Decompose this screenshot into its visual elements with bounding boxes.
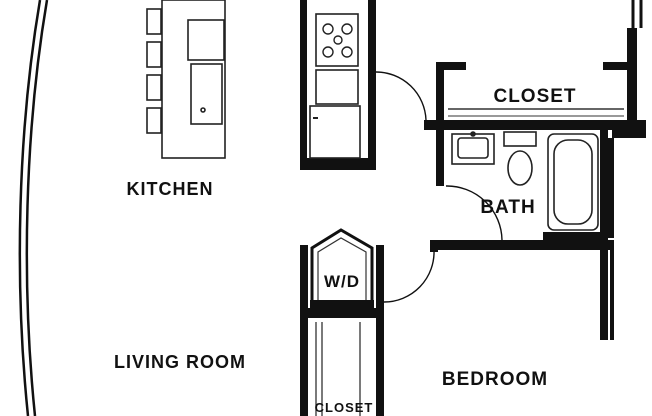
- exterior-wall-right-top: [631, 0, 643, 28]
- closet-bottom-detail: [315, 322, 361, 416]
- exterior-wall-right-bedroom: [600, 240, 614, 340]
- bedroom-label: BEDROOM: [442, 369, 548, 390]
- kitchen-label: KITCHEN: [127, 179, 214, 199]
- kitchen-counter: [315, 69, 359, 105]
- island-cooktop: [187, 19, 225, 61]
- bath-door-swing: [445, 185, 503, 241]
- bath-walls: [436, 130, 614, 250]
- door-swing: [375, 71, 427, 121]
- sink-drain: [200, 107, 206, 113]
- exterior-wall-left: [18, 0, 49, 416]
- bar-stool: [146, 107, 162, 134]
- living-room-label: LIVING ROOM: [114, 352, 246, 372]
- burner-icon: [322, 23, 353, 58]
- range-stove: [315, 13, 359, 67]
- toilet-bowl: [507, 150, 533, 186]
- bar-stool: [146, 8, 162, 35]
- bedroom-door-jamb: [430, 240, 438, 252]
- bar-stool: [146, 41, 162, 68]
- bath-label: BATH: [480, 197, 535, 218]
- bathtub: [547, 133, 599, 231]
- laundry-closet-walls: [300, 245, 384, 416]
- closet-top-label: CLOSET: [493, 86, 576, 107]
- laundry-alcove-inner: [317, 237, 367, 300]
- bedroom-door-swing: [383, 249, 435, 303]
- closet-bottom-label: CLOSET: [315, 400, 374, 415]
- bath-fixtures: [451, 131, 599, 231]
- island-counter: [161, 0, 226, 159]
- laundry-alcove: [310, 228, 374, 300]
- kitchen-island: [146, 0, 226, 159]
- wd-door-frame: [310, 300, 374, 310]
- toilet-tank: [503, 131, 537, 147]
- refrigerator: [309, 105, 361, 159]
- closet-top-walls: [424, 28, 646, 138]
- wd-label: W/D: [324, 272, 360, 291]
- island-sink: [190, 63, 223, 125]
- kitchen-wall: [300, 0, 376, 170]
- bar-stool: [146, 74, 162, 101]
